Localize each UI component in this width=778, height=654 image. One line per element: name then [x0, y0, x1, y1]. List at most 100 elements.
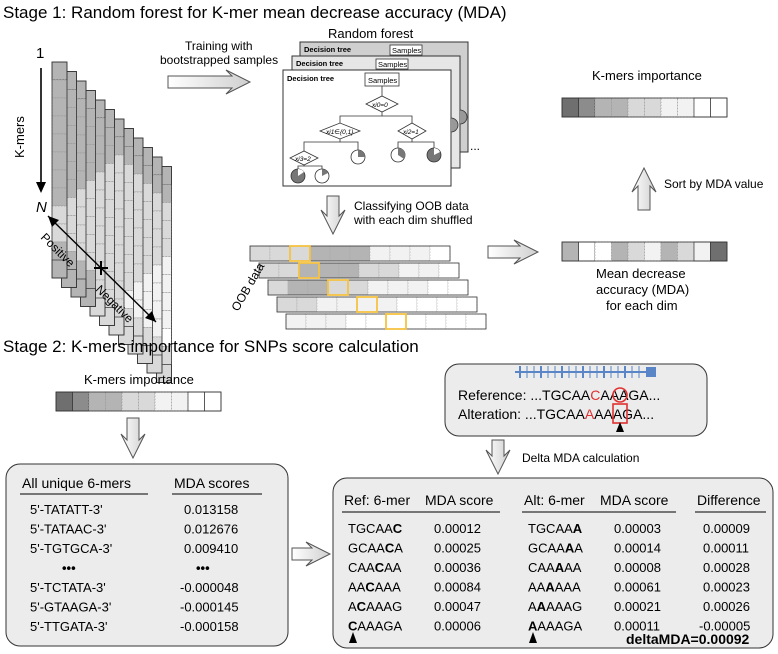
sort-arrow — [631, 166, 657, 211]
table1-score: -0.000145 — [180, 600, 239, 615]
oob-cell — [416, 296, 438, 313]
class-arrowhead-start — [48, 216, 59, 227]
samples-label-3: Samples — [392, 46, 421, 55]
node-ll — [289, 150, 319, 166]
ref-score: 0.00012 — [434, 521, 481, 536]
unique-kmers-table: All unique 6-mers MDA scores 5'-TATATT-3… — [5, 463, 289, 647]
delta-label: Delta MDA calculation — [522, 451, 639, 465]
importance-cell — [677, 241, 695, 262]
alteration-suffix: AAAGA... — [594, 406, 654, 422]
oob-cell — [447, 279, 469, 296]
oob-cell — [365, 313, 387, 330]
training-label-line1: Training with — [185, 39, 253, 53]
oob-cell — [338, 262, 360, 279]
oob-cell — [278, 262, 300, 279]
oob-cell — [418, 262, 440, 279]
reference-prefix: Reference: ...TGCAA — [458, 387, 591, 403]
difference: 0.00023 — [703, 580, 750, 595]
oob-cell — [347, 279, 369, 296]
importance-cell — [561, 97, 579, 118]
oob-row — [249, 245, 451, 262]
importance-bar-outline — [561, 241, 728, 262]
oob-cell — [327, 279, 349, 296]
table2-panel — [332, 477, 774, 649]
table1-kmer: 5'-TTGATA-3' — [30, 619, 107, 634]
table1-kmer: 5'-TATAAC-3' — [30, 522, 106, 537]
oob-cell — [296, 296, 318, 313]
oob-cell — [465, 313, 487, 330]
samples-label-2: Samples — [378, 60, 407, 69]
snp-sequence-panel: Reference: ...TGCAACAAAGA... Alteration:… — [444, 363, 708, 437]
leaf-pie-side-1 — [450, 117, 459, 133]
tree-card-1-label: Decision tree — [287, 74, 334, 83]
importance-cell — [611, 97, 629, 118]
axis-top-label: 1 — [36, 45, 44, 62]
classify-label-line1: Classifying OOB data — [354, 199, 469, 213]
oob-cell — [409, 245, 431, 262]
table1-kmer: 5'-GTAAGA-3' — [30, 600, 111, 615]
oob-shuffled-cell — [298, 262, 320, 279]
importance-cell — [660, 241, 678, 262]
table2-alt-score-header: MDA score — [600, 492, 669, 508]
importance-cell — [72, 391, 90, 412]
random-forest-title: Random forest — [328, 26, 414, 41]
oob-cell — [398, 262, 420, 279]
matrix-cell — [51, 133, 68, 153]
oob-cell — [385, 313, 407, 330]
to-table1-arrow — [120, 417, 146, 460]
oob-cell — [436, 296, 458, 313]
oob-cell — [287, 279, 309, 296]
ref-marker — [349, 632, 357, 643]
table1-kmer: 5'-TGTGCA-3' — [30, 541, 112, 556]
node-ll-label: xi3=2 — [294, 156, 311, 163]
sort-label: Sort by MDA value — [664, 177, 764, 191]
oob-data-rows — [249, 245, 487, 330]
importance-cell — [660, 97, 678, 118]
importance-cell — [187, 391, 205, 412]
stage1-title: Stage 1: Random forest for K-mer mean de… — [3, 3, 507, 22]
tree-card-2-label: Decision tree — [296, 59, 343, 68]
kmer-importance-bar-sorted — [561, 97, 728, 118]
node-right — [397, 122, 427, 140]
ref-kmer: CAACAA — [348, 560, 402, 575]
ref-kmer: TGCAAC — [348, 521, 403, 536]
oob-cell — [329, 245, 351, 262]
importance-cell — [611, 241, 629, 262]
table1-score: -0.000158 — [180, 619, 239, 634]
samples-box-3 — [389, 44, 423, 56]
mda-label-line3: for each dim — [606, 298, 678, 313]
leaf-pie-2 — [390, 147, 406, 163]
alt-marker — [529, 632, 537, 643]
matrix-cell — [51, 187, 68, 207]
difference: 0.00011 — [703, 541, 749, 556]
table2-ref-header: Ref: 6-mer — [344, 492, 410, 508]
table1-col1-header: All unique 6-mers — [22, 475, 131, 491]
oob-cell — [367, 279, 389, 296]
alteration-snp-base: A — [585, 406, 595, 422]
ref-score: 0.00006 — [434, 619, 481, 634]
importance-cell — [561, 241, 579, 262]
alteration-sequence: Alteration: ...TGCAAAAAAGA... — [458, 406, 654, 422]
importance-cell — [138, 391, 156, 412]
importance-cell — [121, 391, 139, 412]
matrix-cell — [51, 115, 68, 135]
oob-cell — [387, 279, 409, 296]
oob-cell — [396, 296, 418, 313]
alt-kmer: TGCAAA — [528, 521, 583, 536]
matrix-cell — [51, 61, 68, 81]
oob-shuffled-cell — [289, 245, 311, 262]
table2-alt-header: Alt: 6-mer — [524, 492, 585, 508]
kmer-axis-arrowhead — [36, 182, 46, 193]
node-left — [318, 122, 362, 140]
classify-label-line2: with each dim shuffled — [353, 213, 473, 227]
axis-bottom-label: N — [36, 199, 47, 216]
oob-row — [258, 262, 460, 279]
tree-card-3-label: Decision tree — [304, 45, 351, 54]
ref-kmer: GCAACA — [348, 541, 403, 556]
oob-cell — [405, 313, 427, 330]
oob-cell — [376, 296, 398, 313]
alt-score: 0.00011 — [614, 619, 660, 634]
stage2-title: Stage 2: K-mers importance for SNPs scor… — [3, 337, 419, 356]
table1-col2-header: MDA scores — [174, 475, 249, 491]
leaf-pie-side-2 — [459, 109, 468, 125]
